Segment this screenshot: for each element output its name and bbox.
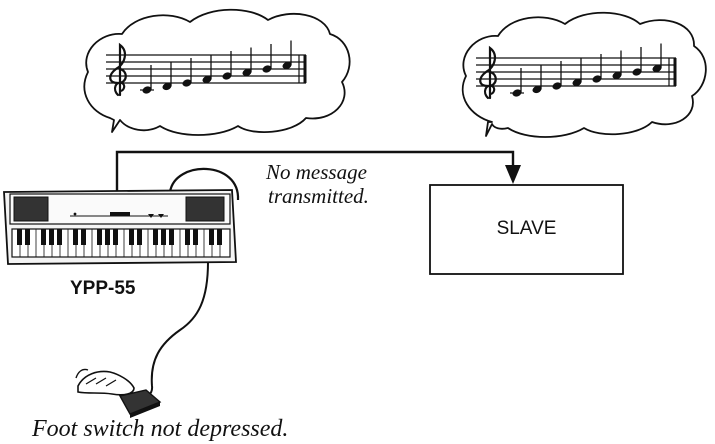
keyboard-model-label: YPP-55 <box>70 278 136 299</box>
transmit-note-line1: No message <box>266 160 367 184</box>
midi-connection-line <box>115 150 515 192</box>
left-thought-bubble-icon <box>83 8 351 136</box>
foot-switch-cable <box>137 261 209 401</box>
slave-label: SLAVE <box>496 218 557 239</box>
slave-device-box <box>429 184 624 275</box>
keyboard-icon <box>3 167 240 265</box>
foot-switch-note: Foot switch not depressed. <box>32 416 289 442</box>
transmit-note-line2: transmitted. <box>268 184 369 208</box>
right-thought-bubble-icon <box>461 11 707 138</box>
foot-pedal-icon <box>75 368 162 418</box>
arrow-down-icon <box>505 165 521 184</box>
